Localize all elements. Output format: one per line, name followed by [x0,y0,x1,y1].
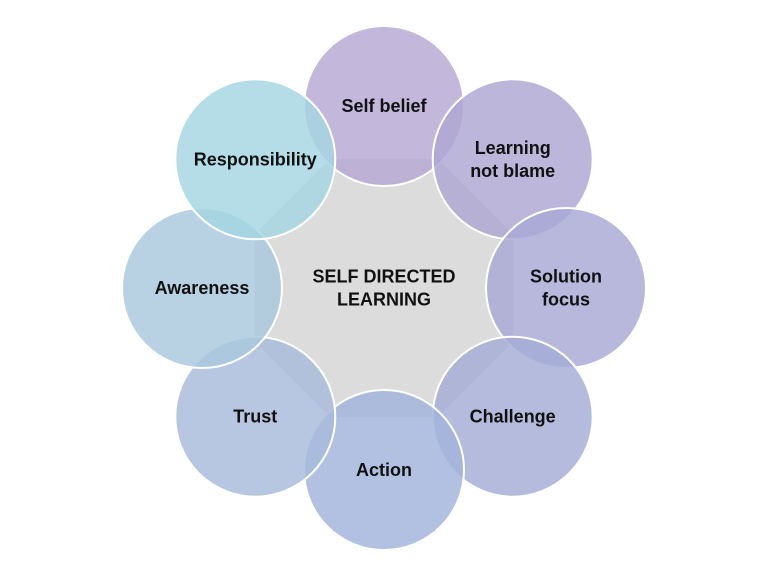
node-label: Learning not blame [470,138,555,181]
node-circle [174,78,337,241]
node-label-line: Challenge [470,407,556,427]
node-label: Awareness [155,278,250,298]
node-self-belief: Self belief [303,25,465,187]
node-label-line: Solution [530,267,602,287]
node-label: Challenge [470,407,556,427]
node-label-line: Awareness [155,278,250,298]
node-solution-focus: Solution focus [485,207,647,369]
center-label-line: LEARNING [337,290,431,310]
node-label: Responsibility [194,149,317,169]
node-label: Trust [233,407,277,427]
node-label-line: Responsibility [194,149,317,169]
node-label-line: Action [356,460,412,480]
node-awareness: Awareness [121,207,283,369]
node-challenge: Challenge [431,335,594,498]
node-label-line: not blame [470,161,555,181]
node-label-line: Trust [233,407,277,427]
node-label-line: Learning [475,138,551,158]
node-responsibility: Responsibility [174,78,337,241]
node-label: Action [356,460,412,480]
center-label-line: SELF DIRECTED [312,267,455,287]
node-label: Solution focus [530,267,602,310]
node-label-line: focus [542,290,590,310]
node-action: Action [303,389,465,551]
node-label: Self belief [341,96,427,116]
node-learning-not-blame: Learning not blame [431,78,594,241]
center-octagon [254,158,514,418]
node-trust: Trust [174,335,337,498]
center-label: SELF DIRECTED LEARNING [312,267,455,310]
node-label-line: Self belief [341,96,427,116]
